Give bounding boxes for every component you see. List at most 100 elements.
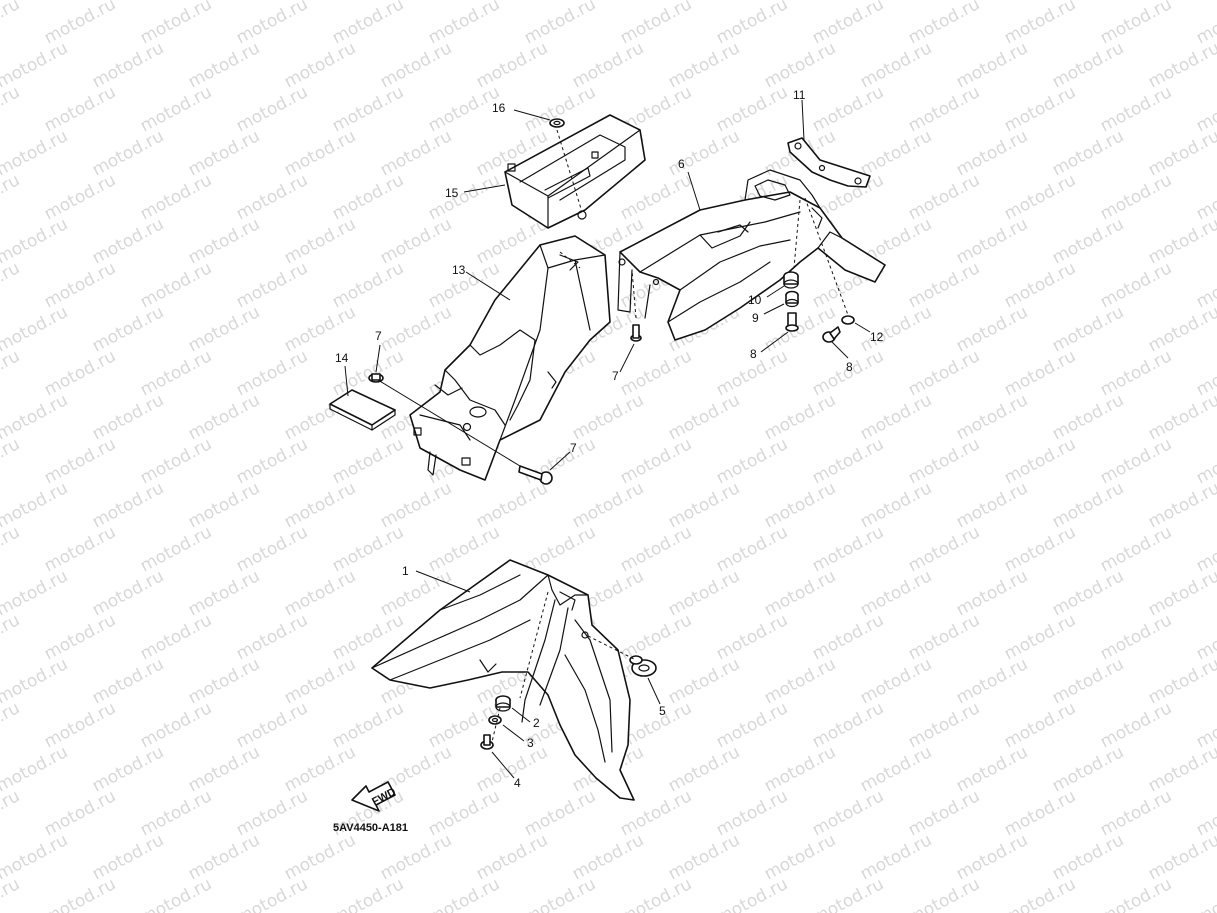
watermark-text: motod.ru	[1097, 434, 1175, 488]
watermark-text: motod.ru	[665, 478, 743, 532]
watermark-text: motod.ru	[233, 0, 311, 48]
watermark-text: motod.ru	[857, 830, 935, 884]
watermark-text: motod.ru	[89, 478, 167, 532]
watermark-text: motod.ru	[809, 522, 887, 576]
watermark-text: motod.ru	[665, 38, 743, 92]
watermark-text: motod.ru	[377, 302, 455, 356]
watermark-text: motod.ru	[713, 610, 791, 664]
watermark-text: motod.ru	[185, 302, 263, 356]
watermark-text: motod.ru	[329, 258, 407, 312]
watermark-text: motod.ru	[137, 170, 215, 224]
part-10-damper[interactable]	[783, 271, 799, 289]
watermark-text: motod.ru	[89, 126, 167, 180]
callout-7a: 7	[375, 329, 382, 343]
watermark-text: motod.ru	[41, 170, 119, 224]
part-16-grommet[interactable]	[549, 118, 565, 128]
part-8-bolt-a[interactable]	[785, 312, 799, 332]
watermark-text: motod.ru	[1049, 302, 1127, 356]
watermark-text: motod.ru	[233, 434, 311, 488]
watermark-text: motod.ru	[377, 126, 455, 180]
callout-16: 16	[492, 101, 506, 115]
watermark-text: motod.ru	[1001, 874, 1079, 913]
part-14-pad[interactable]	[329, 389, 396, 431]
watermark-text: motod.ru	[1001, 258, 1079, 312]
watermark-text: motod.ru	[809, 610, 887, 664]
watermark-text: motod.ru	[89, 38, 167, 92]
part-9-collar[interactable]	[785, 290, 799, 308]
watermark-text: motod.ru	[41, 346, 119, 400]
part-13-inner-fender[interactable]	[409, 235, 611, 481]
watermark-text: motod.ru	[809, 698, 887, 752]
watermark-text: motod.ru	[137, 874, 215, 913]
watermark-text: motod.ru	[809, 874, 887, 913]
watermark-text: motod.ru	[809, 82, 887, 136]
part-6-rear-fender[interactable]	[617, 169, 886, 341]
watermark-text: motod.ru	[809, 434, 887, 488]
watermark-text: motod.ru	[617, 434, 695, 488]
watermark-text: motod.ru	[761, 654, 839, 708]
watermark-text: motod.ru	[905, 786, 983, 840]
watermark-text: motod.ru	[857, 38, 935, 92]
callout-14: 14	[335, 351, 349, 365]
watermark-text: motod.ru	[1145, 566, 1217, 620]
part-5-grommet[interactable]	[629, 655, 657, 677]
part-4-bolt[interactable]	[480, 734, 494, 750]
watermark-text: motod.ru	[473, 478, 551, 532]
watermark-text: motod.ru	[905, 698, 983, 752]
watermark-text: motod.ru	[713, 874, 791, 913]
watermark-text: motod.ru	[233, 82, 311, 136]
watermark-text: motod.ru	[185, 214, 263, 268]
watermark-text: motod.ru	[905, 170, 983, 224]
watermark-text: motod.ru	[905, 0, 983, 48]
watermark-text: motod.ru	[41, 874, 119, 913]
watermark-text: motod.ru	[233, 258, 311, 312]
watermark-text: motod.ru	[137, 346, 215, 400]
watermark-text: motod.ru	[0, 346, 23, 400]
watermark-text: motod.ru	[761, 478, 839, 532]
watermark-text: motod.ru	[89, 742, 167, 796]
watermark-text: motod.ru	[953, 830, 1031, 884]
watermark-text: motod.ru	[233, 522, 311, 576]
watermark-text: motod.ru	[713, 522, 791, 576]
watermark-text: motod.ru	[89, 566, 167, 620]
part-12-nut[interactable]	[841, 315, 855, 325]
part-7-bolt-b[interactable]	[630, 324, 642, 342]
watermark-text: motod.ru	[665, 654, 743, 708]
watermark-text: motod.ru	[425, 0, 503, 48]
callout-labels: 1 2 3 4 5 6 7 7 7 8 8 9 10 11 12 13 14 1…	[335, 88, 884, 790]
watermark-text: motod.ru	[137, 522, 215, 576]
watermark-text: motod.ru	[1001, 82, 1079, 136]
part-7-bolt-c[interactable]	[518, 465, 553, 485]
watermark-text: motod.ru	[569, 478, 647, 532]
watermark-text: motod.ru	[329, 522, 407, 576]
watermark-text: motod.ru	[233, 610, 311, 664]
watermark-text: motod.ru	[857, 742, 935, 796]
watermark-text: motod.ru	[905, 434, 983, 488]
callout-12: 12	[870, 330, 884, 344]
watermark-text: motod.ru	[857, 478, 935, 532]
part-2-damper[interactable]	[495, 695, 511, 712]
part-8-bolt-b[interactable]	[822, 326, 841, 343]
watermark-text: motod.ru	[617, 874, 695, 913]
part-7-bolt-a[interactable]	[368, 373, 384, 383]
part-11-bracket[interactable]	[787, 137, 871, 188]
watermark-text: motod.ru	[281, 830, 359, 884]
watermark-text: motod.ru	[761, 566, 839, 620]
watermark-text: motod.ru	[41, 258, 119, 312]
watermark-text: motod.ru	[233, 874, 311, 913]
part-15-battery-box[interactable]	[504, 114, 646, 229]
watermark-text: motod.ru	[233, 346, 311, 400]
watermark-text: motod.ru	[1097, 786, 1175, 840]
watermark-text: motod.ru	[665, 390, 743, 444]
watermark-text: motod.ru	[1145, 830, 1217, 884]
watermark-text: motod.ru	[89, 830, 167, 884]
watermark-text: motod.ru	[0, 610, 23, 664]
part-1-front-fender[interactable]	[371, 559, 635, 801]
watermark-text: motod.ru	[1001, 0, 1079, 48]
watermark-text: motod.ru	[761, 742, 839, 796]
watermark-text: motod.ru	[1049, 742, 1127, 796]
watermark-text: motod.ru	[0, 522, 23, 576]
watermark-text: motod.ru	[809, 786, 887, 840]
part-3-collar[interactable]	[488, 715, 502, 725]
watermark-text: motod.ru	[377, 830, 455, 884]
